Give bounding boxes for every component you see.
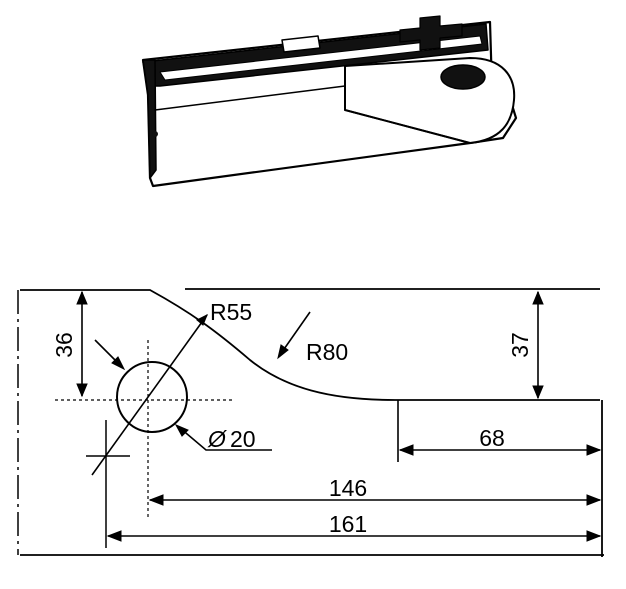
clamp-top-strip (159, 35, 483, 81)
side-screw (152, 131, 158, 137)
dia-leader-arrow (174, 423, 189, 437)
hole-circle (116, 361, 188, 433)
label-r80: R80 (306, 339, 348, 365)
pivot-arm-side (344, 65, 471, 144)
profile-drawing (17, 288, 604, 557)
label-r55: R55 (210, 299, 252, 325)
label-36: 36 (51, 332, 77, 358)
top-clip (399, 15, 463, 51)
label-146: 146 (329, 475, 367, 501)
label-37: 37 (507, 332, 533, 358)
r80-arrow (277, 344, 289, 360)
r55-arrow (196, 313, 208, 326)
top-slot (281, 35, 321, 53)
r80-leader (281, 311, 311, 353)
clamp-front-edge (154, 85, 346, 111)
dim-68-arrow-right (586, 444, 602, 456)
dim-36-arrow-bottom (76, 383, 88, 398)
dim-161-arrow-left (106, 530, 122, 542)
dim-146-arrow-right (586, 494, 602, 506)
clamp-left-side (142, 59, 157, 179)
dim-161-arrow-right (586, 530, 602, 542)
dim-37-arrow-bottom (532, 385, 544, 400)
profile-outline (20, 289, 600, 401)
dim-146-arrow-left (148, 494, 164, 506)
hole-leader-upper-arrow (111, 356, 126, 371)
r55-leader (91, 314, 208, 476)
label-68: 68 (479, 425, 505, 451)
dim-68-arrow-left (398, 444, 414, 456)
label-dia-value: 20 (230, 426, 256, 452)
dia-leader (179, 427, 272, 451)
product-illustration (141, 15, 518, 188)
label-dia-symbol: Ø (207, 426, 227, 452)
dim-37-arrow-top (532, 290, 544, 305)
label-161: 161 (329, 511, 367, 537)
dim-36-arrow-top (76, 290, 88, 305)
pivot-hole (440, 64, 486, 90)
